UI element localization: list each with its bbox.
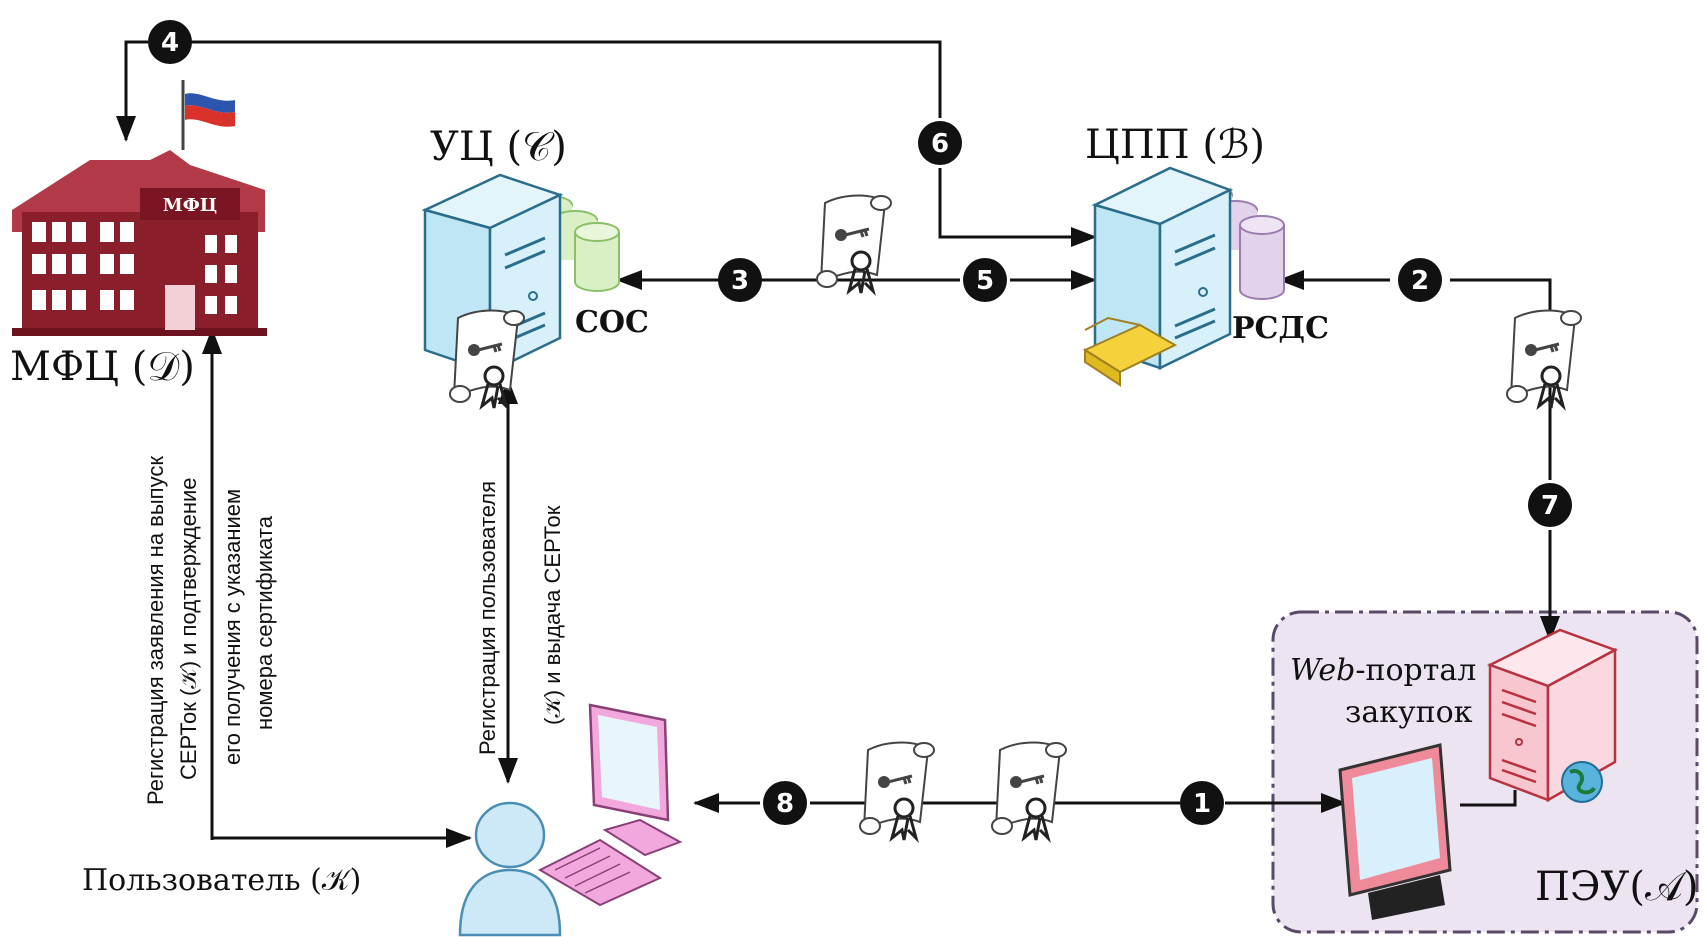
uc-user-label-2: (𝒦) и выдача СЕРТок	[540, 505, 565, 725]
connector-lines	[116, 40, 1560, 848]
mfc-sign: МФЦ	[163, 195, 217, 216]
portal-label-line2: закупок	[1345, 695, 1473, 730]
step-badge-4: 4	[148, 20, 192, 64]
step-badge-7: 7	[1528, 483, 1572, 527]
mfc-label: МФЦ (𝒟)	[10, 344, 195, 390]
svg-text:2: 2	[1411, 266, 1429, 296]
user-computer-icon	[537, 703, 683, 907]
certificate-scroll-icon	[990, 741, 1068, 842]
svg-text:4: 4	[161, 28, 179, 58]
peu-monitor-icon	[1338, 743, 1452, 920]
certificate-scroll-icon	[1505, 309, 1583, 410]
portal-label-line1: Web-портал	[1290, 653, 1476, 688]
mfc-user-label-3: его получения с указанием	[220, 489, 245, 765]
mfc-user-label-1: Регистрация заявления на выпуск	[143, 456, 168, 805]
uc-server-icon	[421, 173, 620, 374]
step-badge-1: 1	[1180, 781, 1224, 825]
certificate-scroll-icon	[815, 194, 893, 295]
svg-text:8: 8	[776, 789, 794, 819]
step-badge-6: 6	[918, 121, 962, 165]
svg-text:5: 5	[976, 266, 994, 296]
uc-certificate-icon	[448, 309, 526, 410]
certificate-scroll-icon	[858, 741, 936, 842]
user-label: Пользователь (𝒦)	[82, 863, 361, 898]
svg-text:6: 6	[931, 129, 949, 159]
svg-text:1: 1	[1193, 789, 1211, 819]
uc-label: УЦ (𝒞)	[430, 124, 567, 170]
uc-user-label-1: Регистрация пользователя	[475, 481, 500, 755]
step-badge-5: 5	[963, 258, 1007, 302]
cpp-server-icon	[1082, 166, 1285, 387]
mfc-building-icon: МФЦ	[12, 80, 267, 336]
cpp-label: ЦПП (ℬ)	[1085, 122, 1265, 168]
uc-db-label: СОС	[575, 305, 649, 340]
user-person-icon	[458, 801, 562, 937]
step-badge-8: 8	[763, 781, 807, 825]
cpp-db-label: РСДС	[1232, 311, 1329, 346]
peu-server-icon	[1486, 628, 1619, 803]
svg-text:3: 3	[731, 266, 749, 296]
step-badge-3: 3	[718, 258, 762, 302]
step-badges: 4 6 3 5 2 7 1 8	[148, 20, 1572, 825]
step-badge-2: 2	[1398, 258, 1442, 302]
svg-text:7: 7	[1541, 491, 1559, 521]
mfc-user-label-2: СЕРТок (𝒦) и подтверждение	[176, 478, 201, 781]
peu-label: ПЭУ(𝒜)	[1535, 864, 1698, 910]
mfc-user-label-4: номера сертификата	[252, 515, 277, 730]
